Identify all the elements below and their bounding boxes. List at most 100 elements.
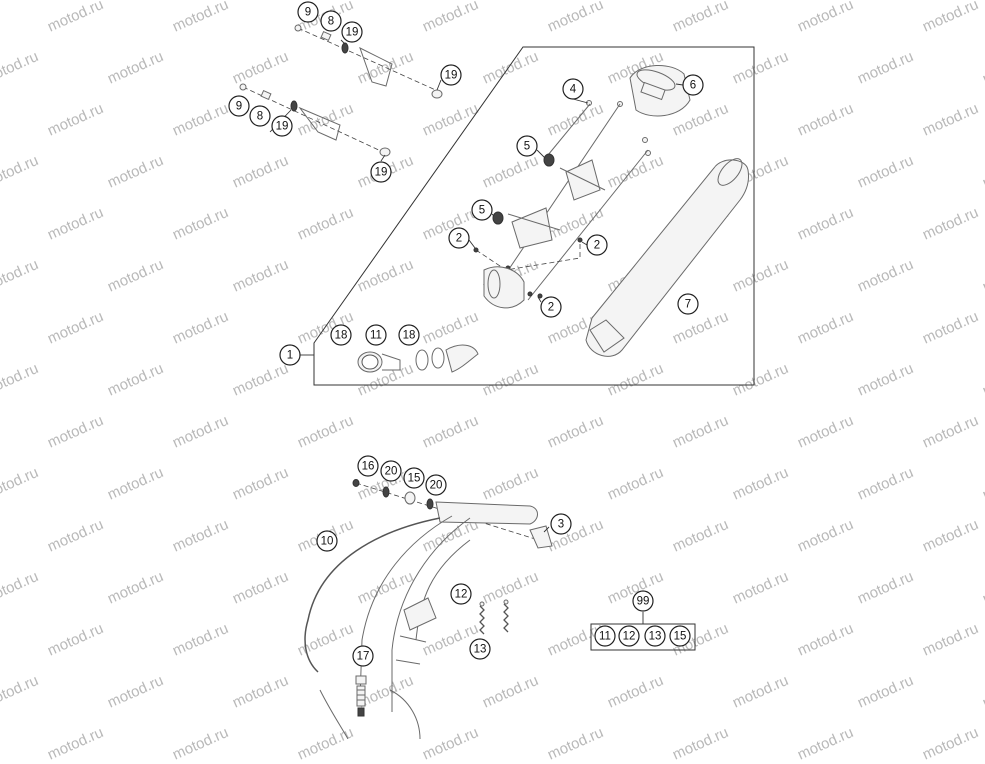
- callout-c5b: 5: [471, 199, 493, 221]
- silencer-body: [585, 158, 749, 357]
- callout-circle: [644, 625, 666, 647]
- callout-number: 11: [370, 330, 382, 342]
- callout-circle: [448, 227, 470, 249]
- callout-circle: [632, 590, 654, 612]
- callout-c4: 4: [562, 78, 584, 100]
- silencer-assembly-frame: [313, 46, 755, 386]
- callout-circle: [403, 467, 425, 489]
- callout-k11: 11: [594, 625, 616, 647]
- callout-circle: [594, 625, 616, 647]
- callout-c20a: 20: [380, 460, 402, 482]
- callout-number: 4: [570, 84, 577, 96]
- callout-c2b: 2: [586, 234, 608, 256]
- gasket-kit-group: [590, 612, 696, 651]
- callout-c20b: 20: [425, 474, 447, 496]
- callout-circle: [370, 161, 392, 183]
- callout-number: 17: [357, 651, 370, 663]
- callout-c1: 1: [279, 344, 301, 366]
- callout-k12: 12: [618, 625, 640, 647]
- callout-circle: [297, 1, 319, 23]
- callout-circle: [365, 324, 387, 346]
- callout-number: 19: [276, 121, 289, 133]
- callout-c6: 6: [682, 74, 704, 96]
- callout-circle: [330, 324, 352, 346]
- callout-c18a: 18: [330, 324, 352, 346]
- rubber-bushing-lower: [492, 207, 561, 249]
- callout-c9a: 9: [297, 1, 319, 23]
- callout-circle: [618, 625, 640, 647]
- callout-circle: [550, 513, 572, 535]
- callout-number: 1: [287, 350, 293, 362]
- callout-c19b: 19: [440, 64, 462, 86]
- callout-circle: [450, 583, 472, 605]
- rubber-bushing-upper: [543, 153, 606, 201]
- callout-c3: 3: [550, 513, 572, 535]
- lower-mounting-bolt: [239, 83, 391, 157]
- callout-circle: [341, 21, 363, 43]
- callout-c19a: 19: [341, 21, 363, 43]
- callout-number: 19: [445, 70, 458, 82]
- callout-number: 18: [403, 330, 416, 342]
- callout-c16: 16: [357, 455, 379, 477]
- callout-circle: [469, 638, 491, 660]
- callout-circle: [516, 135, 538, 157]
- callout-circle: [562, 78, 584, 100]
- callout-number: 2: [548, 302, 554, 314]
- callout-circle: [471, 199, 493, 221]
- callout-c7: 7: [677, 293, 699, 315]
- callout-number: 15: [408, 473, 421, 485]
- callout-number: 8: [257, 111, 263, 123]
- callout-c10: 10: [316, 530, 338, 552]
- callout-circle: [271, 115, 293, 137]
- sealing-rings: [415, 344, 479, 373]
- callout-number: 15: [674, 631, 687, 643]
- lambda-sensor: [355, 675, 367, 717]
- tension-spring: [479, 599, 509, 635]
- callout-c9b: 9: [228, 95, 250, 117]
- callout-number: 5: [524, 141, 530, 153]
- callout-circle: [228, 95, 250, 117]
- callout-circle: [540, 296, 562, 318]
- callout-number: 3: [558, 519, 564, 531]
- callout-number: 10: [321, 536, 334, 548]
- upper-mounting-bolt: [294, 24, 443, 99]
- callout-c5a: 5: [516, 135, 538, 157]
- callout-circle: [320, 10, 342, 32]
- callout-circle: [357, 455, 379, 477]
- callout-k15: 15: [669, 625, 691, 647]
- callout-c11a: 11: [365, 324, 387, 346]
- callout-k13: 13: [644, 625, 666, 647]
- callout-circle: [669, 625, 691, 647]
- callout-number: 99: [637, 596, 650, 608]
- callout-number: 7: [685, 299, 691, 311]
- callout-circle: [249, 105, 271, 127]
- callout-number: 19: [346, 27, 359, 39]
- exhaust-clamp: [357, 351, 401, 373]
- callout-c19d: 19: [370, 161, 392, 183]
- callout-circle: [352, 645, 374, 667]
- callout-number: 18: [335, 330, 348, 342]
- header-bolt: [352, 479, 553, 549]
- callout-number: 12: [623, 631, 636, 643]
- callout-number: 20: [385, 466, 398, 478]
- callout-c12: 12: [450, 583, 472, 605]
- callout-c19c: 19: [271, 115, 293, 137]
- callout-number: 13: [649, 631, 662, 643]
- callout-number: 9: [236, 101, 242, 113]
- silencer-end-cap: [629, 64, 691, 117]
- callout-circle: [586, 234, 608, 256]
- callout-circle: [316, 530, 338, 552]
- callout-c2a: 2: [448, 227, 470, 249]
- callout-number: 16: [362, 461, 375, 473]
- callout-c8a: 8: [320, 10, 342, 32]
- header-pipe: [319, 515, 471, 739]
- exhaust-spring-wire: [304, 517, 441, 673]
- callout-c99: 99: [632, 590, 654, 612]
- callout-number: 6: [690, 80, 696, 92]
- callout-number: 19: [375, 167, 388, 179]
- callout-c17: 17: [352, 645, 374, 667]
- silencer-inner-tube: [504, 103, 649, 301]
- callout-number: 20: [430, 480, 443, 492]
- callout-number: 8: [328, 16, 334, 28]
